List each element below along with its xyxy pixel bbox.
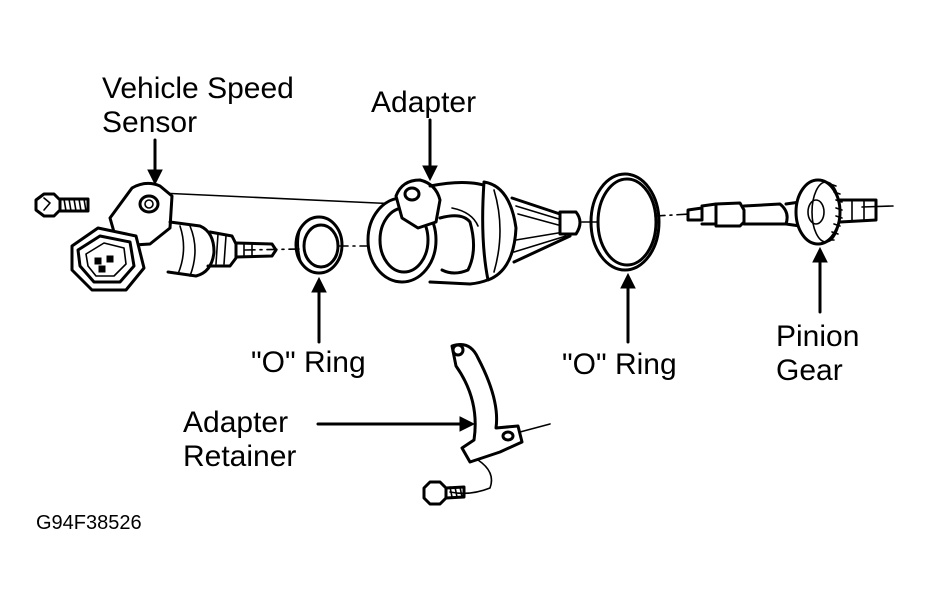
figure-code: G94F38526 [36,512,142,534]
pinion-gear [686,178,878,246]
label-adapter: Adapter [371,86,477,119]
label-vehicle-speed-sensor-2: Sensor [102,106,198,139]
sensor-bolt [34,192,90,218]
o-ring-left [294,215,344,275]
label-adapter-retainer-1: Adapter [183,406,289,439]
assembly-centerline [159,192,894,251]
adapter-retainer [449,343,551,495]
label-pinion-gear-2: Gear [776,354,843,387]
label-pinion-gear-1: Pinion [776,320,860,353]
o-ring-right [589,172,661,272]
label-o-ring-left: "O" Ring [251,346,366,379]
label-o-ring-right: "O" Ring [562,348,677,381]
leader-arrows [147,118,828,432]
label-vehicle-speed-sensor-1: Vehicle Speed [102,72,294,105]
retainer-bolt [422,480,466,506]
adapter [366,178,582,286]
vehicle-speed-sensor [70,181,278,292]
label-adapter-retainer-2: Retainer [183,440,297,473]
